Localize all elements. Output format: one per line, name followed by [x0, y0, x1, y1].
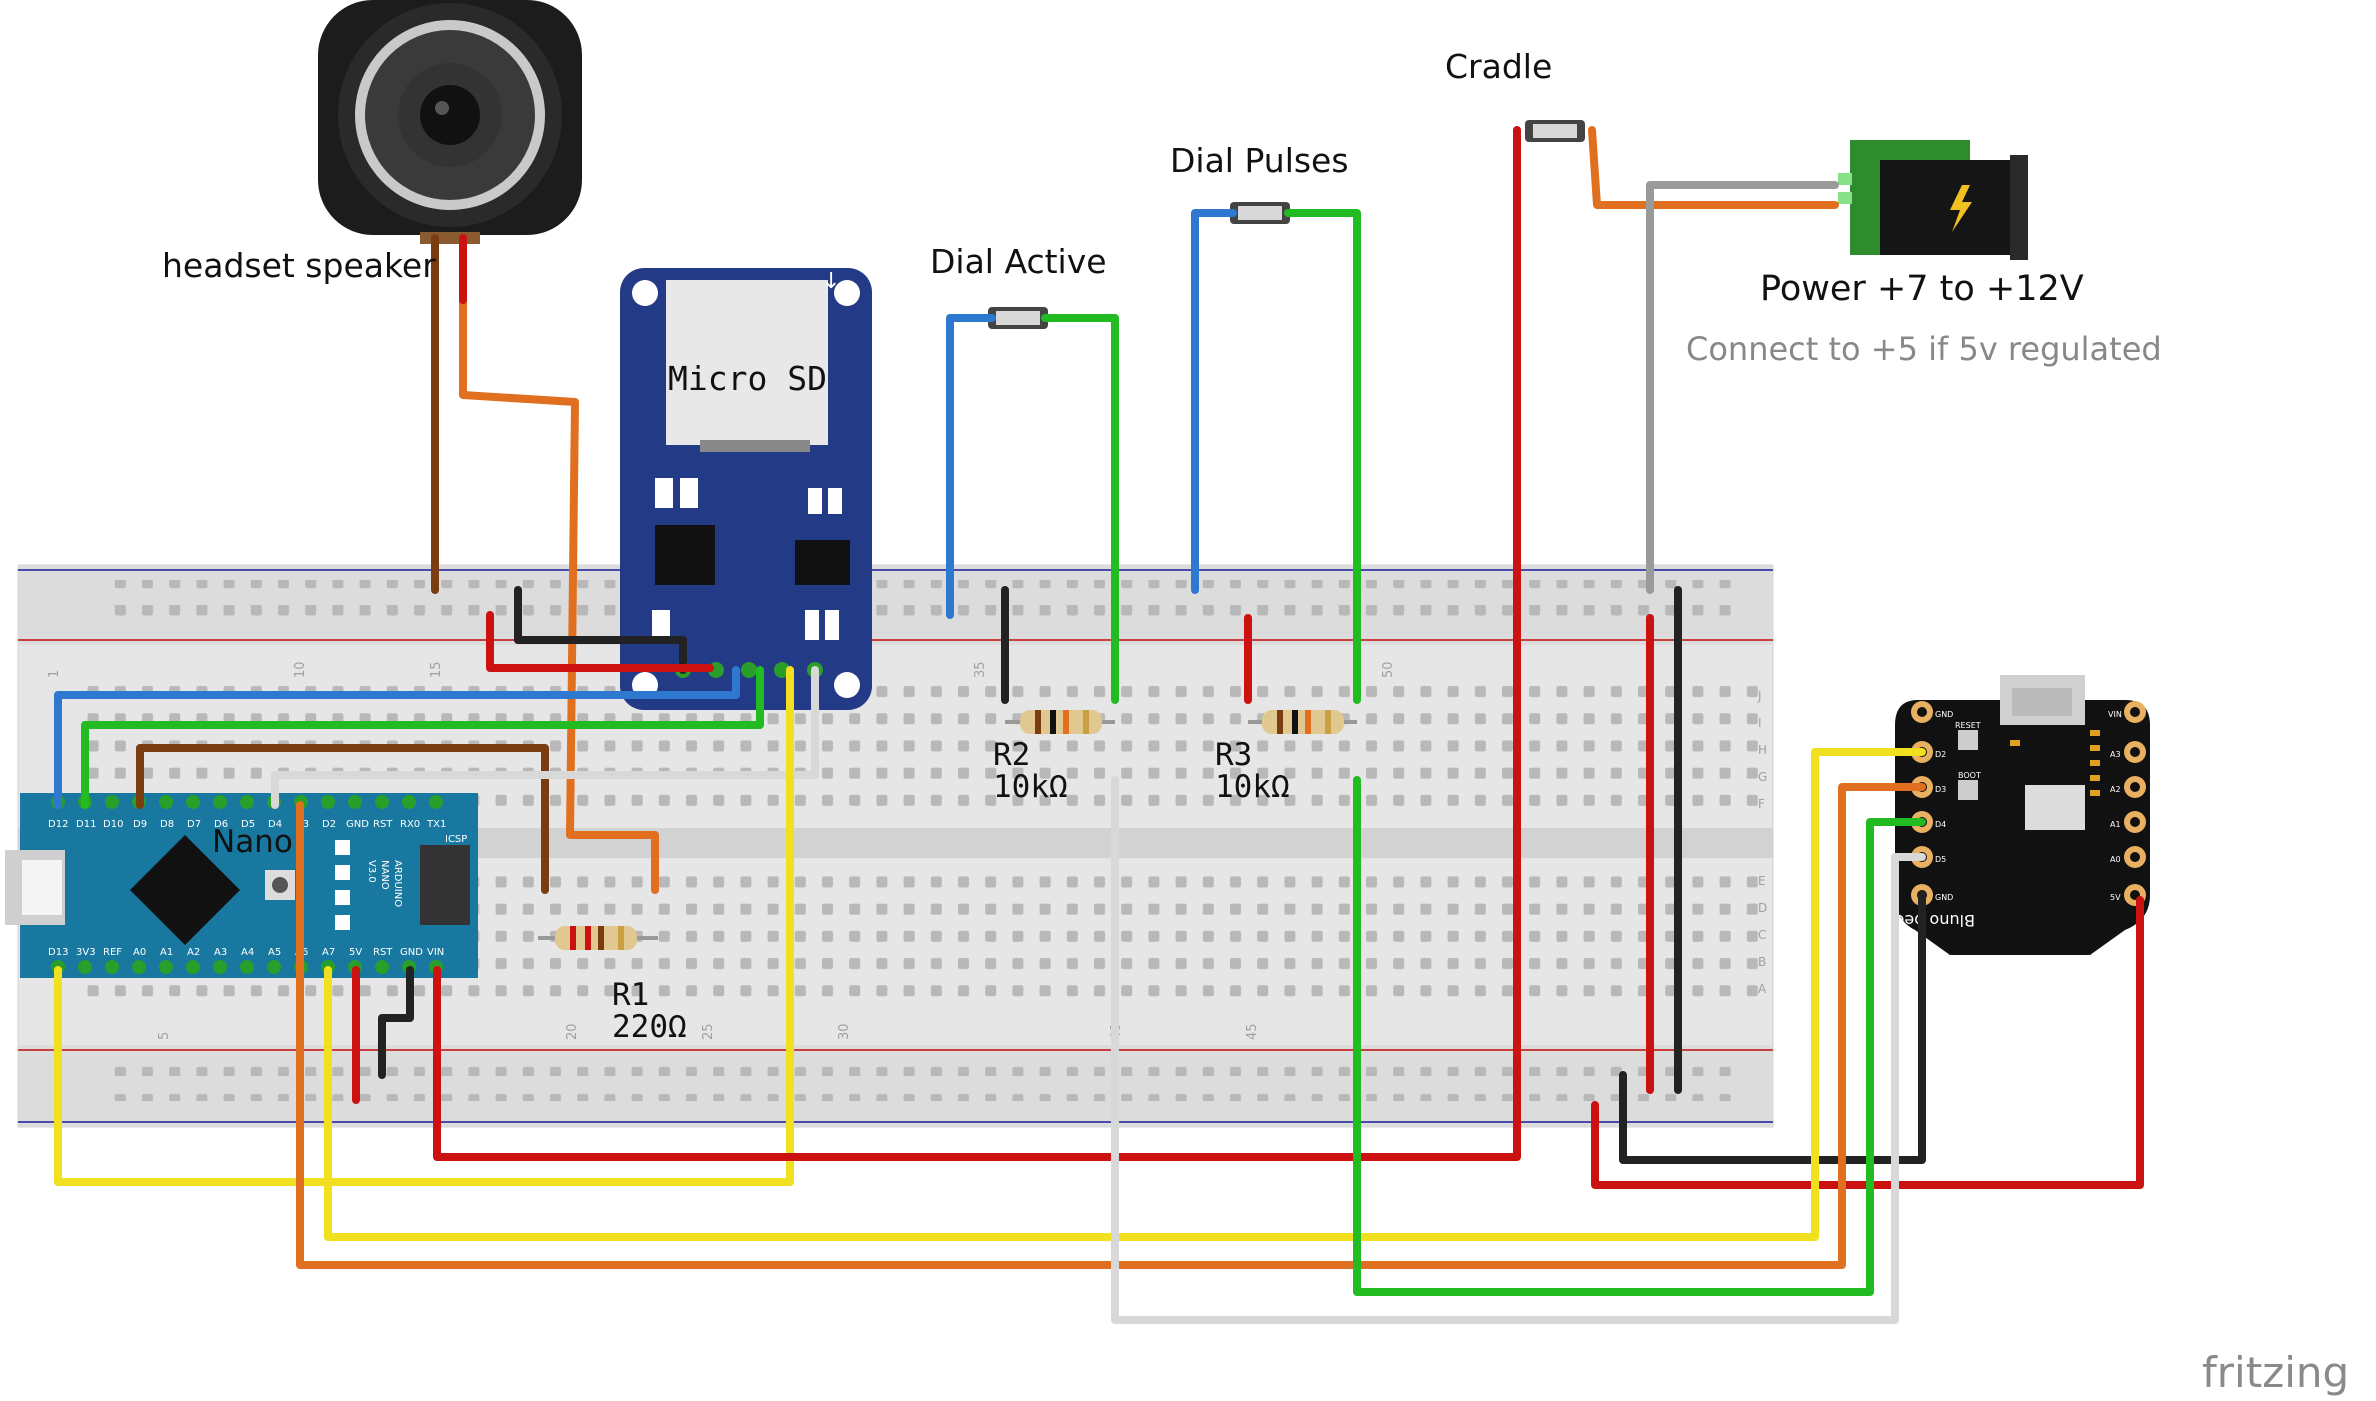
beetle-button-label: BOOT: [1958, 771, 1981, 780]
row-letter: I: [1758, 716, 1762, 730]
power-jack-icon: [1838, 140, 2028, 260]
nano-board-text: V3.0: [366, 860, 377, 883]
nano-pin-label: A2: [187, 947, 200, 958]
nano-icsp-label: ICSP: [445, 834, 467, 845]
col-number: 5: [157, 1032, 172, 1040]
nano-pin-label: D10: [103, 819, 123, 830]
cradle-label: Cradle: [1445, 47, 1552, 86]
nano-pin-label: D2: [322, 819, 336, 830]
nano-pin-label: RST: [373, 819, 393, 830]
beetle-pin-label: A3: [2110, 750, 2121, 759]
r3-name: R3: [1215, 737, 1252, 773]
svg-text:↓: ↓: [822, 269, 840, 294]
nano-board-text: ARDUINO: [392, 860, 403, 907]
nano-pin-label: TX1: [426, 819, 446, 830]
beetle-pin-label: A0: [2110, 855, 2121, 864]
nano-pin-label: 3V3: [76, 947, 96, 958]
resistor-r2: [1005, 710, 1115, 734]
resistor-r1: [538, 926, 658, 950]
col-number: 15: [429, 661, 444, 678]
r2-name: R2: [993, 737, 1030, 773]
nano-pin-label: A1: [160, 947, 173, 958]
nano-board-text: NANO: [379, 860, 390, 890]
speaker-icon: [318, 0, 582, 244]
beetle-pin-label: D5: [1935, 855, 1946, 864]
nano-pin-label: 5V: [349, 947, 362, 958]
cradle-switch-icon: [1525, 120, 1585, 142]
beetle-pin-label: A2: [2110, 785, 2121, 794]
row-letter: G: [1758, 770, 1767, 784]
power-note: Connect to +5 if 5v regulated: [1686, 330, 2162, 368]
dial-active-label: Dial Active: [930, 242, 1107, 281]
row-letter: J: [1757, 689, 1762, 703]
beetle-pin-label: A1: [2110, 820, 2121, 829]
col-number: 1: [47, 670, 62, 678]
nano-pin-label: GND: [400, 947, 423, 958]
nano-pin-label: REF: [103, 947, 122, 958]
col-number: 10: [293, 661, 308, 678]
r1-value: 220Ω: [612, 1009, 687, 1045]
beetle-pin-label: 5V: [2110, 893, 2121, 902]
nano-pin-label: A0: [133, 947, 146, 958]
dial-active-switch-icon: [988, 307, 1048, 329]
col-number: 25: [701, 1023, 716, 1040]
col-number: 35: [973, 661, 988, 678]
beetle-pin-label: GND: [1935, 710, 1953, 719]
nano-pin-label: D5: [241, 819, 255, 830]
resistor-r3: [1248, 710, 1357, 734]
nano-pin-label: RX0: [400, 819, 420, 830]
arduino-nano-board: D12 D11 D10 D9 D8 D7 D6 D5 D4 D3 D2 GND …: [5, 793, 478, 978]
row-letter: B: [1758, 955, 1766, 969]
dial-pulses-label: Dial Pulses: [1170, 141, 1349, 180]
nano-pin-label: D6: [214, 819, 228, 830]
nano-pin-label: D9: [133, 819, 147, 830]
micro-sd-module: ↓: [620, 268, 872, 710]
nano-pin-label: D13: [48, 947, 68, 958]
power-label: Power +7 to +12V: [1760, 269, 2084, 309]
nano-label: Nano: [212, 824, 293, 860]
nano-pin-label: D4: [268, 819, 282, 830]
col-number: 20: [565, 1023, 580, 1040]
dial-pulses-switch-icon: [1230, 202, 1290, 224]
nano-pin-label: A7: [322, 947, 335, 958]
nano-pin-label: A5: [268, 947, 281, 958]
nano-pin-label: VIN: [427, 947, 444, 958]
beetle-pin-label: VIN: [2108, 710, 2122, 719]
row-letter: E: [1758, 874, 1766, 888]
beetle-pin-label: D4: [1935, 820, 1946, 829]
beetle-pin-label: D3: [1935, 785, 1946, 794]
beetle-title: Bluno beetle v1.1: [1834, 911, 1975, 930]
row-letter: H: [1758, 743, 1767, 757]
breadboard: 1 5 10 15 20 25 30 35 40 45 50 J I H G F…: [17, 564, 1774, 1128]
wire-orange: [459, 234, 659, 894]
nano-pin-label: GND: [346, 819, 369, 830]
nano-pin-label: RST: [373, 947, 393, 958]
r3-value: 10kΩ: [1215, 769, 1290, 805]
col-number: 45: [1245, 1023, 1260, 1040]
nano-pin-label: D8: [160, 819, 174, 830]
row-letter: F: [1758, 797, 1765, 811]
col-number: 50: [1381, 661, 1396, 678]
nano-pin-label: A4: [241, 947, 254, 958]
r2-value: 10kΩ: [993, 769, 1068, 805]
r1-name: R1: [612, 977, 649, 1013]
beetle-button-label: RESET: [1955, 721, 1981, 730]
nano-pin-label: D11: [76, 819, 96, 830]
col-number: 30: [837, 1023, 852, 1040]
row-letter: D: [1758, 901, 1767, 915]
bluno-beetle-board: GND D2 D3 D4 D5 GND VIN A3 A2 A1 A0 5V R…: [1834, 675, 2150, 955]
beetle-pin-label: GND: [1935, 893, 1953, 902]
nano-pin-label: D7: [187, 819, 201, 830]
nano-pin-label: D12: [48, 819, 68, 830]
speaker-label: headset speaker: [162, 246, 436, 285]
wires: [54, 126, 2144, 1324]
fritzing-logo: fritzing: [2202, 1348, 2349, 1397]
sd-label: Micro SD: [668, 359, 827, 398]
beetle-pin-label: D2: [1935, 750, 1946, 759]
nano-pin-label: A3: [214, 947, 227, 958]
row-letter: A: [1758, 982, 1767, 996]
row-letter: C: [1758, 928, 1766, 942]
